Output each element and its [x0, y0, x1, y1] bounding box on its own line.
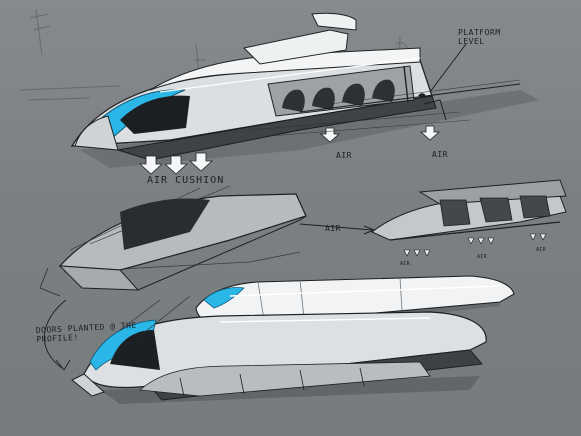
- top-pod-drawing: [70, 12, 540, 175]
- air-label-section-2: AIR: [477, 254, 487, 260]
- bottom-pod-cockpit: [110, 330, 160, 370]
- air-label-middle-arrow: AIR: [325, 224, 341, 233]
- air-cushion-label: AIR CUSHION: [147, 175, 225, 186]
- air-label-section-1: AIR: [400, 261, 410, 267]
- long-pod-cyan-window: [203, 287, 245, 309]
- top-pod-raised-door: [242, 29, 349, 65]
- middle-pod-canopy: [120, 198, 210, 250]
- air-label-top-2: AIR: [432, 150, 448, 159]
- top-pod-roof-line: [159, 57, 421, 93]
- bottom-pod-nose: [71, 373, 105, 397]
- bottom-pod-drawing: [44, 295, 487, 404]
- top-pod-front-face: [74, 115, 119, 151]
- top-pod-cockpit: [120, 95, 190, 134]
- middle-left-pod-drawing: [39, 185, 307, 297]
- platform-level-label: PLATFORM LEVEL: [458, 28, 501, 46]
- middle-right-pod-drawing: [299, 179, 567, 257]
- air-cushion-arrows: [138, 125, 441, 175]
- platform-level-line: [299, 43, 521, 113]
- air-label-top-1: AIR: [336, 151, 352, 160]
- bottom-pod-shadow: [100, 376, 480, 404]
- air-label-section-3: AIR: [536, 247, 546, 253]
